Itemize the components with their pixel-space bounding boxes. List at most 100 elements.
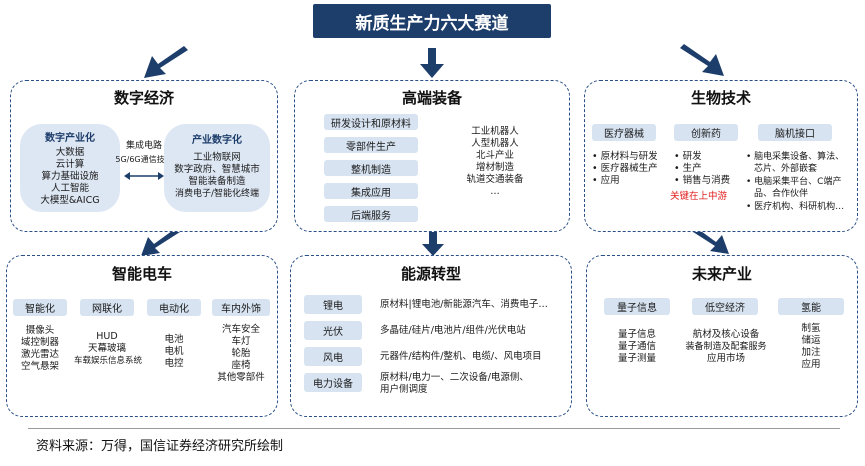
ev-item: 轮胎 (231, 348, 251, 359)
ev-item: 天幕玻璃 (87, 343, 126, 354)
arrow-to-bio (678, 44, 728, 78)
arrow-to-highend (420, 48, 444, 78)
bio-item: • 医疗器械生产 (592, 163, 658, 174)
energy-label: 锂电 (304, 295, 362, 314)
digital-right-item: 数字政府、智慧城市 (174, 164, 260, 175)
bio-item: • 原材料与研发 (592, 151, 658, 162)
highend-box: 零部件生产 (324, 137, 418, 153)
ev-head: 智能化 (13, 299, 67, 316)
panel-ev (6, 255, 278, 417)
digital-left-item: 云计算 (55, 159, 85, 170)
digital-right-item: 消费电子/智能化终端 (174, 189, 260, 199)
bio-item: • 销售与消费 (674, 175, 731, 186)
future-head: 低空经济 (692, 298, 758, 315)
main-title: 新质生产力六大赛道 (313, 4, 551, 38)
panel-ev-title: 智能电车 (111, 265, 172, 283)
bio-item: 芯片、外部嵌套 (754, 164, 818, 174)
future-item: 量子测量 (617, 353, 656, 364)
ev-item: 电机 (164, 346, 184, 357)
panel-energy-title: 能源转型 (400, 265, 461, 283)
ev-item: 电池 (164, 334, 184, 345)
bio-item: • 脑电采集设备、算法、 (746, 152, 845, 162)
double-arrow-icon (124, 166, 164, 185)
energy-label: 光伏 (304, 321, 362, 340)
panel-highend-title: 高端装备 (401, 89, 462, 107)
future-item: 应用 (801, 359, 821, 370)
bio-item: • 研发 (674, 151, 702, 162)
energy-label: 风电 (304, 347, 362, 366)
bio-item: • 医疗机构、科研机构… (746, 202, 845, 212)
digital-left-item: 大模型&AICG (40, 195, 100, 206)
ev-item: 空气悬架 (20, 361, 59, 372)
digital-middle-top: 集成电路 (125, 141, 162, 151)
highend-item: 轨道交通装备 (466, 174, 524, 185)
panel-future-title: 未来产业 (691, 265, 752, 283)
bio-head: 医疗器械 (592, 124, 656, 141)
ev-item: HUD (96, 331, 118, 342)
bio-note: 关键在上中游 (670, 191, 728, 202)
highend-item: 北斗产业 (475, 150, 514, 161)
bio-item: 品、合作伙伴 (754, 189, 809, 199)
digital-right-item: 智能装备制造 (188, 176, 246, 187)
energy-text: 原材料/电力一、二次设备/电源侧、 (380, 372, 529, 383)
energy-text: 多晶硅/硅片/电池片/组件/光伏电站 (380, 325, 526, 336)
ev-item: 激光雷达 (20, 349, 59, 360)
highend-item: 工业机器人 (471, 126, 519, 137)
panel-bio-title: 生物技术 (690, 89, 751, 107)
future-head: 氢能 (778, 298, 844, 315)
digital-left-ellipse (20, 124, 120, 212)
highend-box: 整机制造 (324, 160, 418, 176)
ev-item: 域控制器 (20, 337, 59, 348)
panel-bio (584, 80, 858, 232)
digital-right-ellipse (164, 124, 270, 212)
energy-label: 电力设备 (304, 373, 362, 392)
future-item: 加注 (801, 347, 821, 358)
highend-box: 集成应用 (324, 183, 418, 199)
ev-item: 车载娱乐信息系统 (73, 356, 142, 366)
future-item: 装备制造及配套服务 (685, 342, 767, 352)
ev-head: 车内外饰 (212, 299, 270, 316)
arrow-to-digital (140, 46, 190, 80)
arrow-to-ev (138, 228, 182, 258)
ev-item: 座椅 (231, 360, 251, 371)
digital-left-item: 大数据 (55, 147, 85, 158)
highend-item: … (490, 186, 500, 197)
future-head: 量子信息 (604, 298, 670, 315)
digital-right-head: 产业数字化 (192, 135, 242, 146)
digital-left-item: 算力基础设施 (41, 171, 99, 182)
arrow-to-energy (422, 230, 444, 256)
footer-divider (28, 428, 840, 429)
future-item: 量子信息 (617, 329, 656, 340)
panel-digital-title: 数字经济 (113, 89, 174, 107)
energy-text: 元器件/结构件/整机、电缆/、风电项目 (380, 351, 542, 362)
future-item: 应用市场 (706, 353, 745, 364)
future-item: 制氢 (801, 323, 821, 334)
ev-item: 电控 (164, 358, 184, 369)
bio-item: • 生产 (674, 163, 702, 174)
highend-item: 人型机器人 (471, 138, 519, 149)
future-item: 储运 (801, 335, 821, 346)
ev-item: 摄像头 (25, 325, 55, 336)
energy-text: 原材料|锂电池/新能源汽车、消费电子… (380, 299, 548, 310)
highend-box: 后端服务 (324, 206, 418, 222)
ev-head: 电动化 (147, 299, 201, 316)
bio-item: • 应用 (592, 175, 620, 186)
digital-right-item: 工业物联网 (193, 152, 241, 163)
bio-head: 脑机接口 (758, 124, 832, 141)
digital-left-item: 人工智能 (50, 183, 89, 194)
ev-item: 其他零部件 (217, 372, 265, 383)
ev-head: 网联化 (80, 299, 134, 316)
digital-middle-bottom: 5G/6G通信技术 (115, 155, 173, 164)
future-item: 量子通信 (617, 341, 656, 352)
energy-text: 用户侧调度 (380, 384, 428, 395)
source-note: 资料来源：万得，国信证券经济研究所绘制 (36, 439, 284, 454)
ev-item: 车灯 (231, 336, 251, 347)
digital-left-head: 数字产业化 (45, 133, 95, 144)
highend-item: 增材制造 (475, 162, 514, 173)
bio-item: • 电脑采集平台、C端产 (746, 177, 842, 187)
highend-box: 研发设计和原材料 (324, 114, 418, 130)
arrow-to-future (688, 226, 732, 256)
panel-future (586, 255, 858, 417)
future-item: 航材及核心设备 (692, 329, 760, 340)
ev-item: 汽车安全 (221, 324, 260, 335)
